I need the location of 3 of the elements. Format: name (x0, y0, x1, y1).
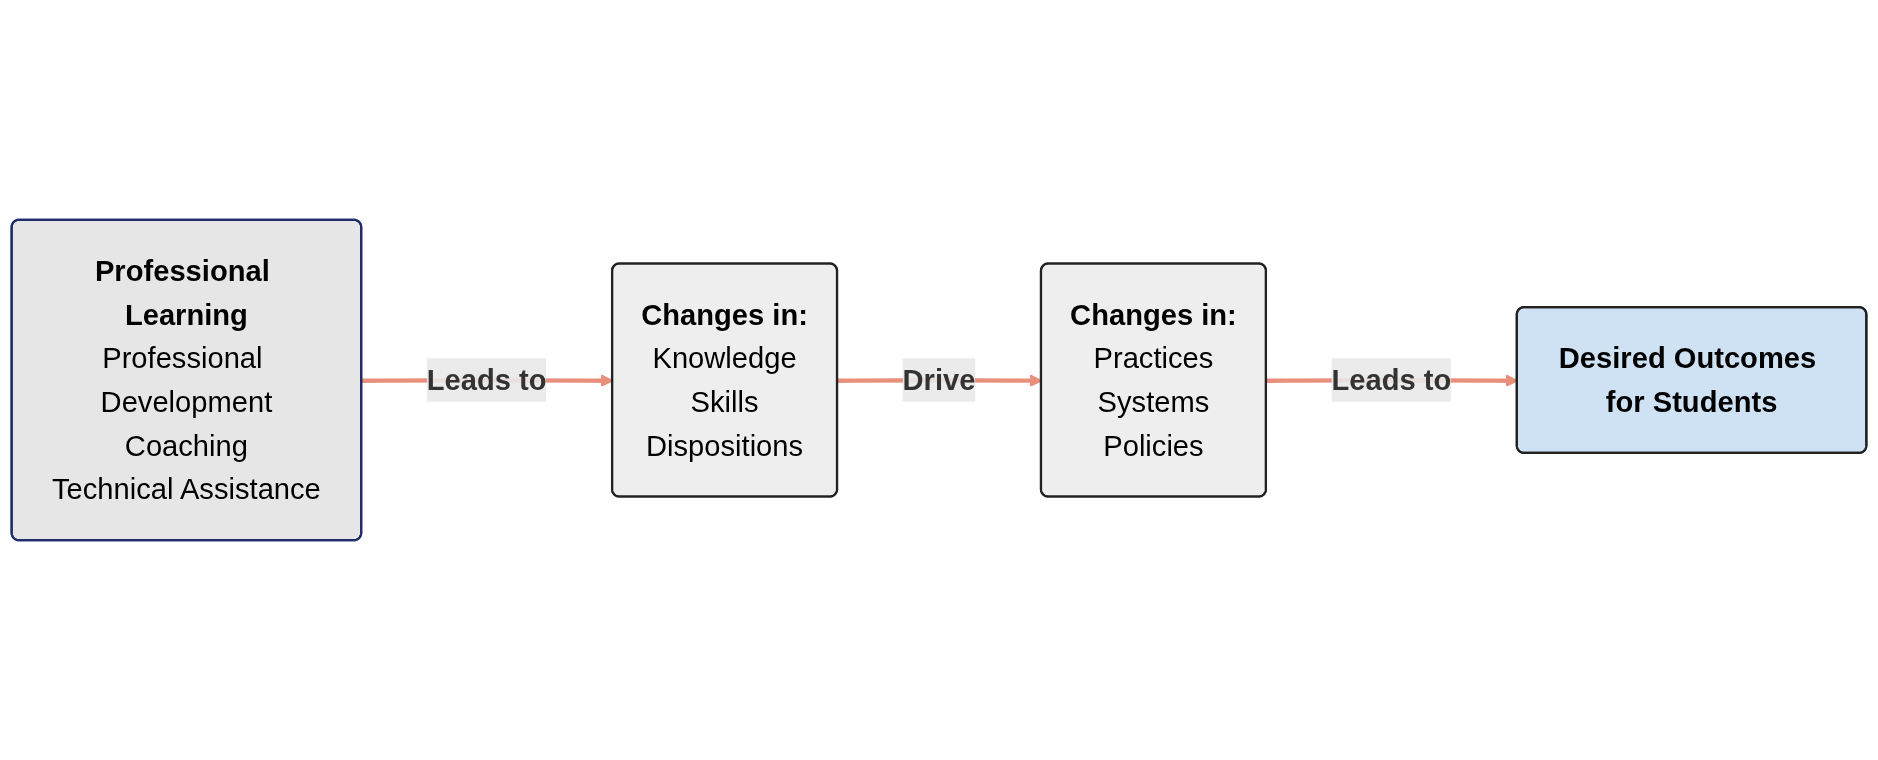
edge-label: Leads to (1331, 363, 1452, 397)
edge-label: Drive (902, 363, 976, 397)
edge-label: Leads to (426, 363, 547, 397)
